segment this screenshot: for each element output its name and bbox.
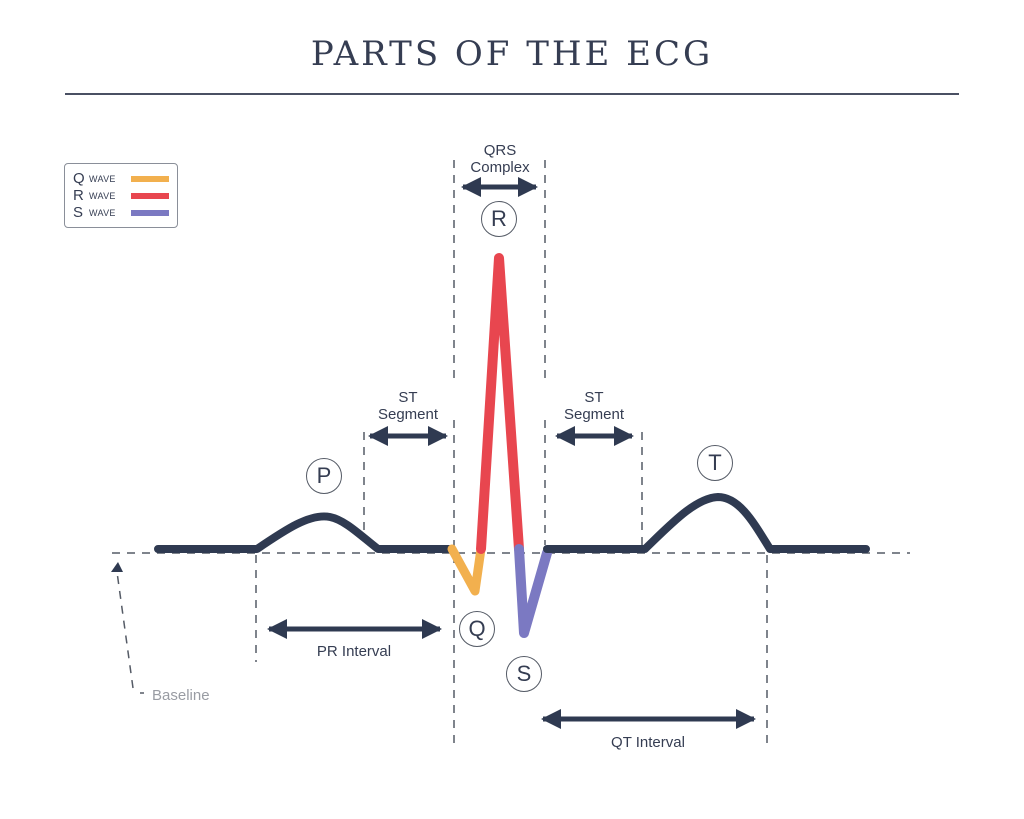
st-segment-left-label-line1: ST bbox=[398, 389, 418, 406]
title-divider bbox=[65, 93, 959, 95]
t-wave-marker: T bbox=[697, 445, 733, 481]
legend-item-q: Q WAVE bbox=[73, 170, 177, 187]
s-wave-marker: S bbox=[506, 656, 542, 692]
st-segment-left-label-line2: Segment bbox=[377, 406, 439, 423]
p-wave-marker: P bbox=[306, 458, 342, 494]
legend-letter: R bbox=[73, 187, 84, 204]
s-wave-trace bbox=[514, 544, 552, 638]
legend-letter: S bbox=[73, 204, 84, 221]
legend-word: WAVE bbox=[89, 190, 116, 201]
qrs-complex-label-line2: Complex bbox=[470, 159, 530, 176]
q-wave-trace bbox=[447, 544, 486, 596]
legend-swatch-r bbox=[131, 192, 169, 199]
qrs-complex-label-line1: QRS bbox=[483, 142, 517, 159]
baseline-arrow-icon bbox=[111, 562, 123, 572]
st-segment-left-label: ST Segment bbox=[360, 389, 456, 423]
legend-word: WAVE bbox=[89, 207, 116, 218]
q-wave-marker: Q bbox=[459, 611, 495, 647]
qt-interval-label: QT Interval bbox=[611, 734, 685, 751]
st-segment-right-label: ST Segment bbox=[546, 389, 642, 423]
guide-lines bbox=[255, 160, 768, 745]
ecg-trace-t bbox=[543, 493, 870, 553]
pr-interval-label: PR Interval bbox=[316, 643, 392, 660]
legend-swatch-q bbox=[131, 175, 169, 182]
qrs-complex-label: QRS Complex bbox=[454, 142, 546, 176]
legend-swatch-s bbox=[131, 209, 169, 216]
legend-letter: Q bbox=[73, 170, 85, 187]
r-wave-marker: R bbox=[481, 201, 517, 237]
r-wave-trace bbox=[476, 253, 524, 554]
st-segment-right-label-line2: Segment bbox=[563, 406, 625, 423]
wave-legend: Q WAVE R WAVE S WAVE bbox=[64, 163, 178, 228]
legend-item-s: S WAVE bbox=[73, 204, 177, 221]
legend-item-r: R WAVE bbox=[73, 187, 177, 204]
baseline-pointer bbox=[116, 571, 134, 689]
ecg-trace-p bbox=[154, 512, 456, 553]
baseline-label: Baseline bbox=[152, 687, 210, 704]
legend-word: WAVE bbox=[89, 173, 116, 184]
diagram-title: PARTS OF THE ECG bbox=[310, 34, 714, 74]
st-segment-right-label-line1: ST bbox=[584, 389, 604, 406]
